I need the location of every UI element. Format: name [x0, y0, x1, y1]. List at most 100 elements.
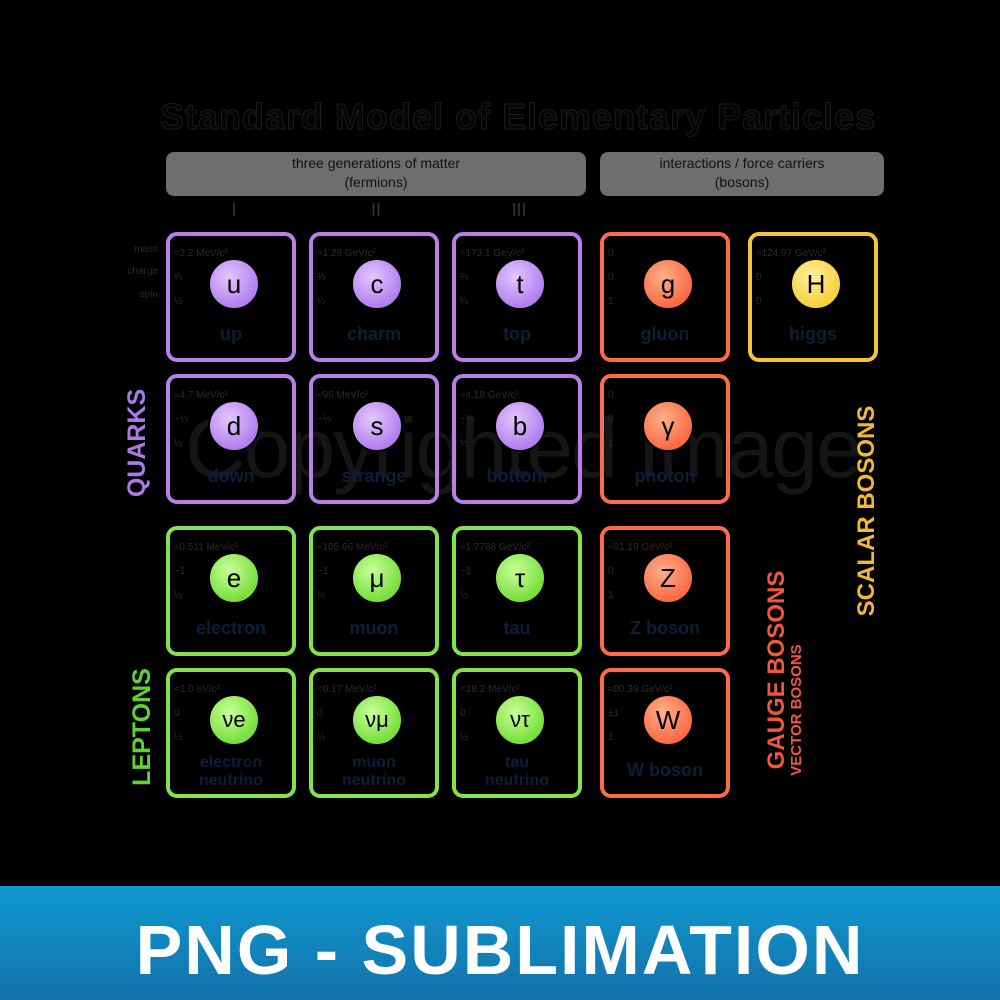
particle-properties: <0.17 MeV/c² 0 ½ — [317, 678, 377, 750]
particle-symbol: νe — [208, 694, 260, 746]
particle-symbol: νμ — [351, 694, 403, 746]
particle-charge: −1 — [174, 566, 186, 577]
particle-spin: ½ — [460, 438, 469, 449]
particle-mass: ≈105.66 MeV/c² — [317, 542, 388, 553]
particle-mass: <1.0 eV/c² — [174, 684, 220, 695]
row-label-mass: mass — [134, 244, 158, 255]
particle-properties: ≈2.2 MeV/c² ⅔ ½ — [174, 242, 228, 314]
particle-mass: ≈4.18 GeV/c² — [460, 390, 519, 401]
particle-charge: ⅔ — [460, 272, 469, 283]
particle-symbol: s — [351, 400, 403, 452]
scalar-bosons-label: SCALAR BOSONS — [853, 405, 880, 617]
particle-spin: ½ — [460, 732, 469, 743]
particle-charge: 0 — [460, 708, 466, 719]
particle-mass: <18.2 MeV/c² — [460, 684, 520, 695]
particle-card: ≈96 MeV/c² −⅓ ½ s strange — [309, 374, 439, 504]
particle-name: bottom — [486, 466, 548, 486]
particle-mass: 0 — [608, 390, 614, 401]
particle-symbol: d — [208, 400, 260, 452]
particle-properties: <18.2 MeV/c² 0 ½ — [460, 678, 520, 750]
particle-charge: −⅓ — [317, 414, 332, 425]
particle-charge: −⅓ — [174, 414, 189, 425]
particle-mass: ≈1.7768 GeV/c² — [460, 542, 530, 553]
particle-symbol: W — [642, 694, 694, 746]
particle-charge: 0 — [756, 272, 762, 283]
particle-symbol: τ — [494, 552, 546, 604]
particle-name: gluon — [640, 324, 690, 344]
particle-charge: ±1 — [608, 708, 620, 719]
particle-card: ≈80.39 GeV/c² ±1 1 W W boson — [600, 668, 730, 798]
particle-card: <1.0 eV/c² 0 ½ νe electron neutrino — [166, 668, 296, 798]
banner-matter: three generations of matter (fermions) — [166, 152, 586, 196]
particle-charge: 0 — [317, 708, 323, 719]
particle-spin: ½ — [174, 732, 183, 743]
leptons-label: LEPTONS — [128, 668, 156, 786]
particle-mass: ≈80.39 GeV/c² — [608, 684, 673, 695]
particle-mass: ≈2.2 MeV/c² — [174, 248, 228, 259]
particle-card: ≈105.66 MeV/c² −1 ½ μ muon — [309, 526, 439, 656]
particle-charge: ⅔ — [317, 272, 326, 283]
particle-name: charm — [346, 324, 402, 344]
particle-name: W boson — [627, 760, 703, 780]
particle-name: muon — [349, 618, 399, 638]
particle-name: down — [207, 466, 255, 486]
particle-spin: ½ — [317, 590, 326, 601]
particle-spin: 1 — [608, 732, 614, 743]
particle-mass: ≈173.1 GeV/c² — [460, 248, 525, 259]
particle-properties: ≈173.1 GeV/c² ⅔ ½ — [460, 242, 524, 314]
particle-spin: 1 — [608, 590, 614, 601]
row-label-charge: charge — [127, 266, 158, 277]
particle-symbol: μ — [351, 552, 403, 604]
particle-name: Z boson — [630, 618, 700, 638]
particle-properties: ≈105.66 MeV/c² −1 ½ — [317, 536, 388, 608]
particle-spin: ½ — [317, 732, 326, 743]
particle-name: strange — [341, 466, 407, 486]
particle-card: ≈173.1 GeV/c² ⅔ ½ t top — [452, 232, 582, 362]
particle-charge: −1 — [460, 566, 472, 577]
particle-properties: ≈80.39 GeV/c² ±1 1 — [608, 678, 672, 750]
generation-label: III — [511, 200, 527, 220]
particle-name: muon neutrino — [342, 754, 406, 789]
particle-spin: ½ — [317, 296, 326, 307]
particle-spin: ½ — [460, 296, 469, 307]
particle-symbol: Z — [642, 552, 694, 604]
particle-symbol: e — [208, 552, 260, 604]
particle-spin: 0 — [756, 296, 762, 307]
quarks-label: QUARKS — [123, 388, 151, 498]
particle-charge: ⅔ — [174, 272, 183, 283]
particle-name: top — [503, 324, 531, 344]
particle-symbol: γ — [642, 400, 694, 452]
particle-name: higgs — [789, 324, 837, 344]
particle-symbol: t — [494, 258, 546, 310]
particle-charge: −1 — [317, 566, 329, 577]
particle-mass: <0.17 MeV/c² — [317, 684, 377, 695]
particle-mass: ≈0.511 MeV/c² — [174, 542, 239, 553]
generation-label: I — [231, 200, 237, 220]
particle-symbol: u — [208, 258, 260, 310]
footer-banner: PNG - SUBLIMATION — [0, 886, 1000, 1000]
particle-spin: ½ — [174, 296, 183, 307]
particle-symbol: ντ — [494, 694, 546, 746]
particle-charge: 0 — [174, 708, 180, 719]
particle-name: electron neutrino — [199, 754, 263, 789]
particle-spin: 1 — [608, 296, 614, 307]
particle-properties: <1.0 eV/c² 0 ½ — [174, 678, 220, 750]
particle-properties: ≈96 MeV/c² −⅓ ½ — [317, 384, 368, 456]
particle-mass: ≈96 MeV/c² — [317, 390, 369, 401]
particle-spin: ½ — [317, 438, 326, 449]
particle-spin: ½ — [174, 590, 183, 601]
particle-properties: ≈0.511 MeV/c² −1 ½ — [174, 536, 238, 608]
